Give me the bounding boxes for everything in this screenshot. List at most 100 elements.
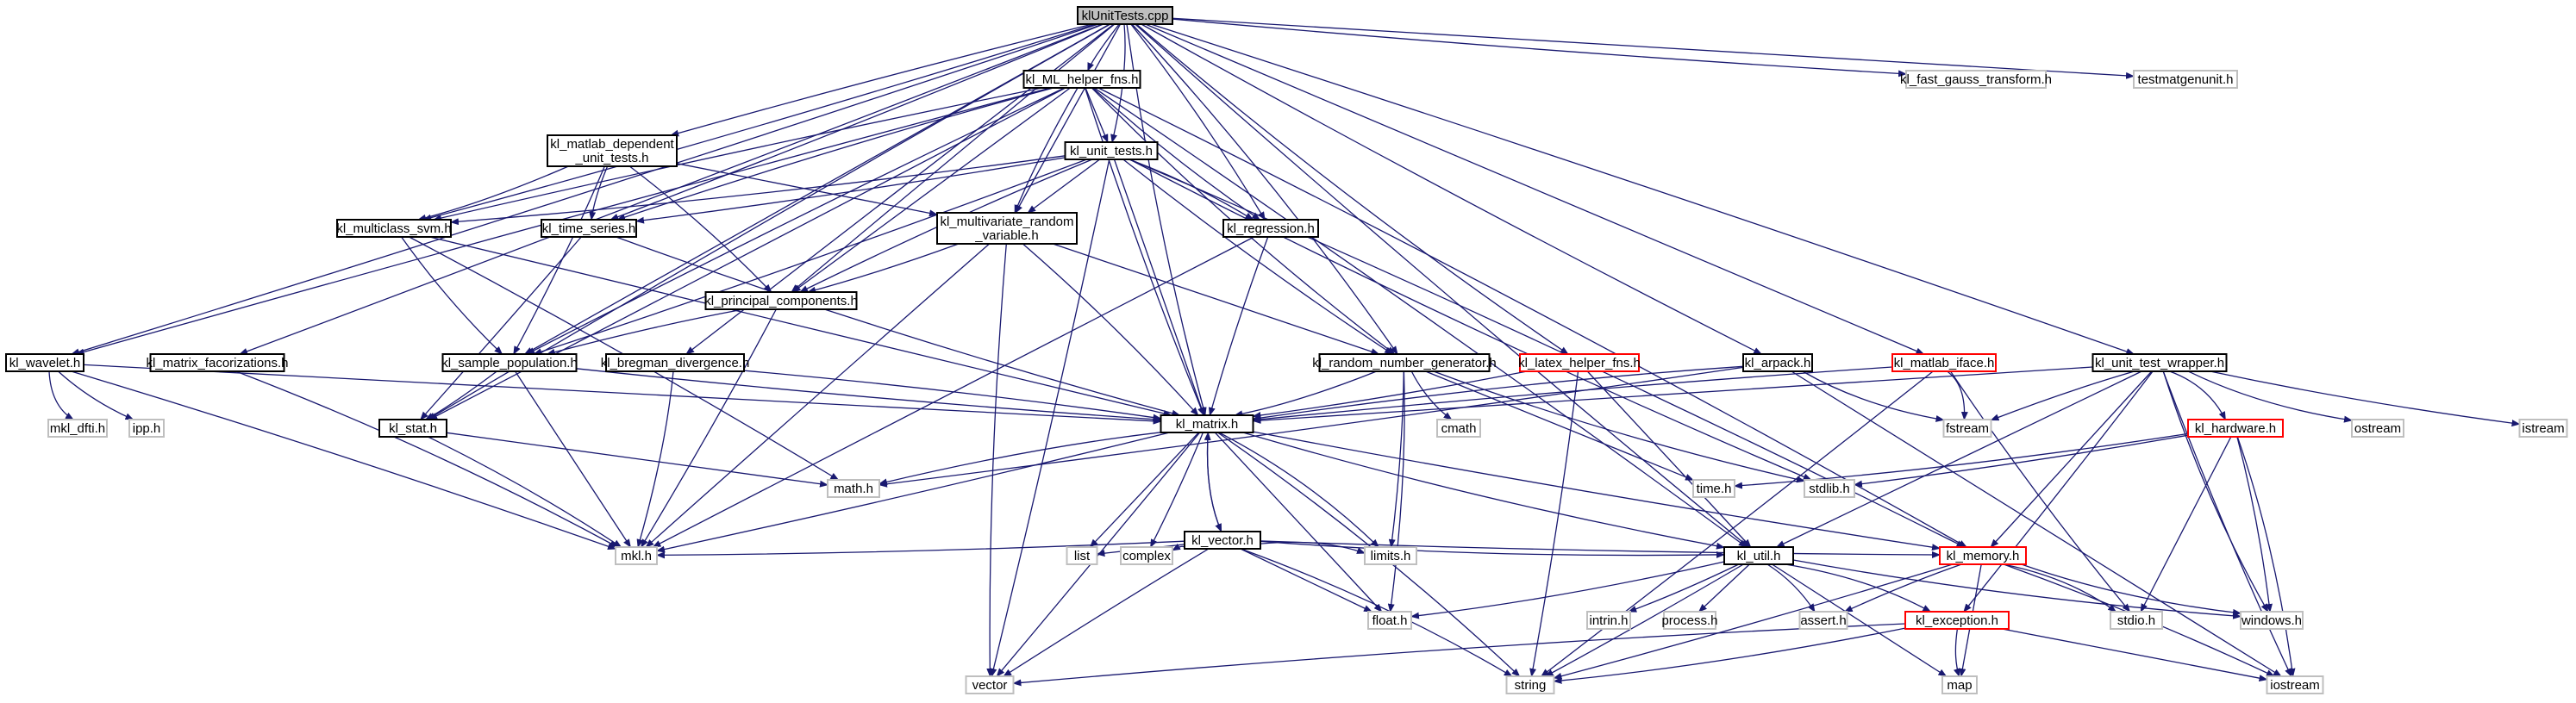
- edge-matrix-to-memory: [1253, 431, 1941, 551]
- edge-regression-to-matrix: [1208, 236, 1269, 416]
- node-principal[interactable]: kl_principal_components.h: [704, 291, 858, 310]
- edge-vector_h-to-string: [1241, 548, 1513, 677]
- node-vector-label: vector: [972, 678, 1008, 693]
- edge-latex-to-util: [1586, 370, 1752, 548]
- node-memory[interactable]: kl_memory.h: [1939, 546, 2027, 565]
- node-bregman[interactable]: kl_bregman_divergence.h: [601, 353, 750, 372]
- node-mkl_dfti: mkl_dfti.h: [47, 419, 108, 438]
- edge-time_series-to-stat: [420, 236, 582, 420]
- edge-memory-to-assert: [1843, 563, 1962, 613]
- edge-hardware-to-time: [1734, 432, 2189, 489]
- node-multivariate[interactable]: kl_multivariate_random_variable.h: [936, 212, 1078, 245]
- edge-bregman-to-matrix: [743, 370, 1162, 421]
- edge-arpack-to-math: [878, 366, 1744, 488]
- node-regression-box: [1222, 219, 1319, 238]
- node-matrix_fact-box: [149, 353, 285, 372]
- edge-hardware-to-iostream: [2236, 436, 2296, 677]
- node-map: map: [1941, 675, 1978, 694]
- edge-root-to-multivariate: [1015, 23, 1122, 214]
- node-arpack[interactable]: kl_arpack.h: [1742, 353, 1813, 372]
- node-fast_gauss: kl_fast_gauss_transform.h: [1900, 70, 2052, 89]
- node-iostream-label: iostream: [2270, 678, 2320, 693]
- edge-matrix-to-list: [1089, 432, 1199, 548]
- node-multiclass_svm-box: [336, 219, 452, 238]
- edge-vector_h-to-matrix: [1204, 432, 1222, 532]
- node-test_wrapper[interactable]: kl_unit_test_wrapper.h: [2091, 353, 2228, 372]
- edge-util-to-exception: [1785, 563, 1932, 613]
- edge-stat-to-mkl: [428, 436, 622, 548]
- node-mkl_dfti-label: mkl_dfti.h: [50, 421, 105, 436]
- node-intrin-label: intrin.h: [1589, 613, 1628, 628]
- node-sample_pop[interactable]: kl_sample_population.h: [441, 353, 578, 372]
- node-principal-label: kl_principal_components.h: [704, 294, 858, 308]
- node-testmatgen-box: [2133, 70, 2238, 89]
- node-map-box: [1941, 675, 1978, 694]
- node-multivariate-label: _variable.h: [974, 228, 1038, 243]
- edge-test_wrapper-to-iostream: [2162, 370, 2292, 677]
- node-multiclass_svm[interactable]: kl_multiclass_svm.h: [336, 219, 452, 238]
- edge-rng-to-time: [1425, 370, 1694, 481]
- edge-root-to-matlab_dep: [670, 23, 1093, 137]
- node-map-label: map: [1947, 678, 1972, 693]
- node-regression[interactable]: kl_regression.h: [1222, 219, 1319, 238]
- node-stdio-label: stdio.h: [2117, 613, 2155, 628]
- edge-exception-to-map: [1953, 628, 1960, 677]
- node-ostream-label: ostream: [2354, 421, 2401, 436]
- node-matlab_iface[interactable]: kl_matlab_iface.h: [1891, 353, 1997, 372]
- node-ml_helper-label: kl_ML_helper_fns.h: [1026, 72, 1139, 87]
- node-matrix[interactable]: kl_matrix.h: [1160, 414, 1254, 433]
- node-memory-label: kl_memory.h: [1947, 549, 2020, 563]
- node-ml_helper[interactable]: kl_ML_helper_fns.h: [1022, 70, 1141, 89]
- edge-unit_tests-to-time_series: [635, 157, 1066, 224]
- node-hardware[interactable]: kl_hardware.h: [2187, 419, 2284, 438]
- node-latex[interactable]: kl_latex_helper_fns.h: [1518, 353, 1641, 372]
- node-root-box: [1077, 6, 1173, 25]
- edge-multivariate-to-principal: [807, 243, 960, 294]
- edge-multivariate-to-matrix: [1022, 243, 1199, 416]
- node-testmatgen: testmatgenunit.h: [2133, 70, 2238, 89]
- edge-rng-to-float: [1387, 370, 1405, 613]
- node-istream-box: [2518, 419, 2568, 438]
- node-unit_tests[interactable]: kl_unit_tests.h: [1064, 141, 1159, 160]
- edge-ml_helper-to-regression: [1092, 87, 1261, 221]
- node-matlab_dep-box: [547, 134, 678, 167]
- node-iostream: iostream: [2266, 675, 2324, 694]
- node-util[interactable]: kl_util.h: [1723, 546, 1794, 565]
- edge-test_wrapper-to-windows: [2162, 370, 2269, 613]
- node-time-box: [1692, 479, 1735, 498]
- edge-ml_helper-to-multivariate: [1014, 87, 1079, 214]
- node-wavelet[interactable]: kl_wavelet.h: [5, 353, 84, 372]
- node-assert: assert.h: [1798, 611, 1848, 630]
- node-exception[interactable]: kl_exception.h: [1904, 611, 2010, 630]
- node-matlab_dep[interactable]: kl_matlab_dependent_unit_tests.h: [547, 134, 678, 167]
- edge-root-to-time_series: [610, 23, 1104, 221]
- edge-test_wrapper-to-util: [1775, 370, 2142, 548]
- edge-arpack-to-fstream: [1802, 370, 1945, 422]
- edge-exception-to-vector: [1012, 623, 1906, 687]
- node-stdlib: stdlib.h: [1804, 479, 1855, 498]
- node-fstream-box: [1942, 419, 1992, 438]
- node-root-label: klUnitTests.cpp: [1082, 9, 1169, 23]
- edge-wavelet-to-ipp: [58, 370, 134, 420]
- node-mkl_dfti-box: [47, 419, 108, 438]
- node-matrix_fact[interactable]: kl_matrix_facorizations.h: [146, 353, 289, 372]
- node-rng[interactable]: kl_random_number_generator.h: [1312, 353, 1497, 372]
- edge-root-to-ml_helper: [1087, 23, 1120, 72]
- node-assert-label: assert.h: [1800, 613, 1846, 628]
- node-stat[interactable]: kl_stat.h: [378, 419, 447, 438]
- edge-util-to-float: [1410, 561, 1725, 619]
- edge-root-to-matrix_fact: [239, 23, 1104, 355]
- node-string: string: [1505, 675, 1555, 694]
- edge-exception-to-string: [1553, 627, 1906, 684]
- node-root[interactable]: klUnitTests.cpp: [1077, 6, 1173, 25]
- node-ipp-label: ipp.h: [133, 421, 161, 436]
- edge-multiclass_svm-to-sample_pop: [401, 236, 503, 355]
- edge-principal-to-mkl: [641, 308, 777, 548]
- edge-multivariate-to-mkl: [645, 243, 991, 548]
- edge-ml_helper-to-sample_pop: [526, 87, 1066, 355]
- edge-wavelet-to-matrix: [83, 364, 1162, 425]
- node-vector_h[interactable]: kl_vector.h: [1184, 531, 1261, 550]
- node-time_series[interactable]: kl_time_series.h: [541, 219, 637, 238]
- node-exception-label: kl_exception.h: [1916, 613, 1998, 628]
- edge-ml_helper-to-wavelet: [75, 87, 1051, 356]
